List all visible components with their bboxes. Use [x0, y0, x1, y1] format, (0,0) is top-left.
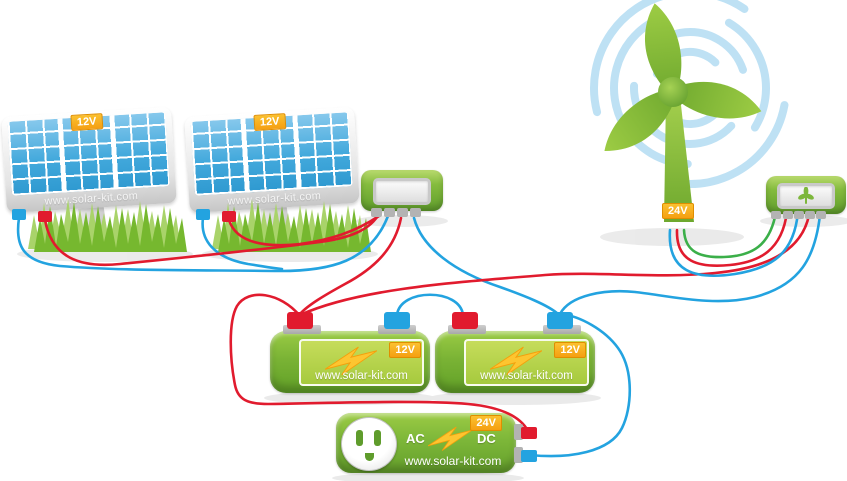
- wire-panel1-positive: [43, 215, 379, 267]
- wire-windcontroller-to-battery-positive: [298, 213, 811, 317]
- wire-panel1-negative: [16, 214, 390, 273]
- battery-brand-label: www.solar-kit.com: [480, 370, 573, 382]
- battery-label-panel: 12V www.solar-kit.com: [299, 339, 424, 386]
- terminal-base: [283, 325, 321, 334]
- solar-panel-1: 12V www.solar-kit.com: [1, 106, 177, 214]
- wire-controller-to-battery-negative: [412, 216, 560, 316]
- battery-2: 12V www.solar-kit.com: [435, 325, 595, 393]
- solar-panel-voltage-badge: 12V: [70, 113, 103, 132]
- inverter-brand-label: www.solar-kit.com: [404, 454, 502, 468]
- inverter-voltage-badge: 24V: [470, 415, 502, 431]
- turbine-blade: [667, 81, 762, 119]
- wire-turbine-to-controller-negative: [668, 210, 800, 278]
- solar-panel-2: 12V www.solar-kit.com: [184, 106, 360, 214]
- inverter-positive-terminal: [521, 427, 537, 439]
- turbine-icon: [798, 187, 814, 204]
- turbine-blade: [645, 3, 682, 98]
- solar-panel-voltage-badge: 12V: [253, 113, 286, 132]
- panel-positive-terminal: [222, 211, 236, 222]
- wire-panel2-positive: [227, 214, 381, 247]
- battery-label-panel: 12V www.solar-kit.com: [464, 339, 589, 386]
- lightning-bolt-icon: [428, 426, 472, 451]
- turbine-voltage-badge: 24V: [662, 203, 694, 219]
- outlet-slot: [356, 430, 363, 446]
- wind-turbine: [604, 3, 762, 222]
- terminal-base: [448, 325, 486, 334]
- wire-panel2-negative: [201, 216, 284, 271]
- battery-voltage-badge: 12V: [554, 342, 586, 358]
- turbine-hub: [658, 77, 688, 107]
- wire-windcontroller-to-battery-negative: [558, 213, 822, 316]
- panel-positive-terminal: [38, 211, 52, 222]
- battery-voltage-badge: 12V: [389, 342, 421, 358]
- dc-label: DC: [477, 431, 496, 446]
- terminal-base: [543, 325, 581, 334]
- wind-charge-controller: [766, 176, 846, 214]
- power-inverter: AC DC 24V www.solar-kit.com: [336, 413, 516, 473]
- controller-screen: [373, 178, 431, 205]
- outlet-slot: [374, 430, 381, 446]
- turbine-blade: [604, 88, 678, 151]
- ac-label: AC: [406, 431, 425, 446]
- wire-turbine-to-controller-green: [682, 210, 778, 259]
- solar-charge-controller: [361, 170, 443, 211]
- power-outlet-icon: [341, 417, 397, 471]
- wire-turbine-to-controller-positive: [675, 210, 789, 267]
- battery-brand-label: www.solar-kit.com: [315, 370, 408, 382]
- outlet-ground-hole: [365, 453, 374, 461]
- battery-1: 12V www.solar-kit.com: [270, 325, 430, 393]
- inverter-negative-terminal: [521, 450, 537, 462]
- wind-controller-screen: [777, 183, 835, 209]
- terminal-base: [378, 325, 416, 334]
- wire-controller-to-battery-positive: [298, 216, 403, 316]
- wire-battery-series-jumper: [395, 293, 465, 317]
